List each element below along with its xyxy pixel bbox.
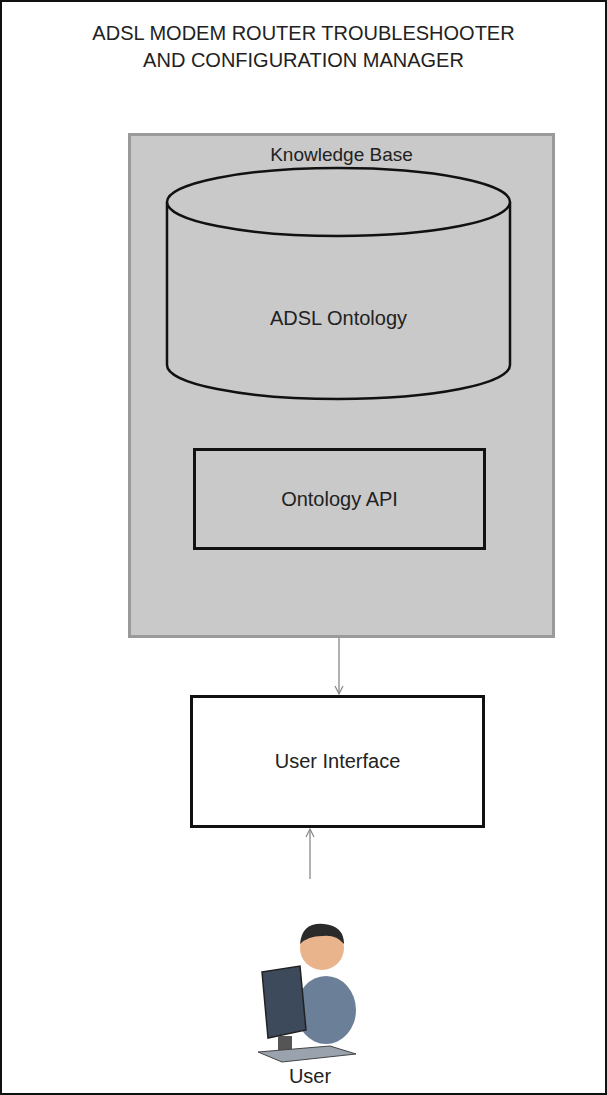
process-box: User Interface (190, 695, 485, 828)
monitor-screen (262, 966, 306, 1038)
keyboard (258, 1046, 356, 1062)
process-box: Ontology API (193, 448, 486, 550)
node-label: User Interface (275, 748, 401, 775)
knowledge-base-group: Knowledge BaseADSL OntologyOntology API (128, 133, 555, 638)
cylinder-top (167, 168, 510, 236)
diagram-title: ADSL MODEM ROUTER TROUBLESHOOTER AND CON… (84, 20, 524, 74)
monitor-stand (278, 1036, 292, 1050)
node-label: Ontology API (281, 486, 398, 513)
connector-arrow (309, 829, 310, 879)
cylinder-outline (165, 166, 512, 401)
node-label: ADSL Ontology (270, 305, 407, 332)
user-body (296, 976, 356, 1044)
node-label: User (289, 1063, 331, 1090)
node-label: Knowledge Base (270, 142, 413, 168)
database-cylinder: ADSL Ontology (165, 166, 512, 401)
user-actor: User (240, 880, 380, 1092)
user-hair (300, 924, 344, 944)
